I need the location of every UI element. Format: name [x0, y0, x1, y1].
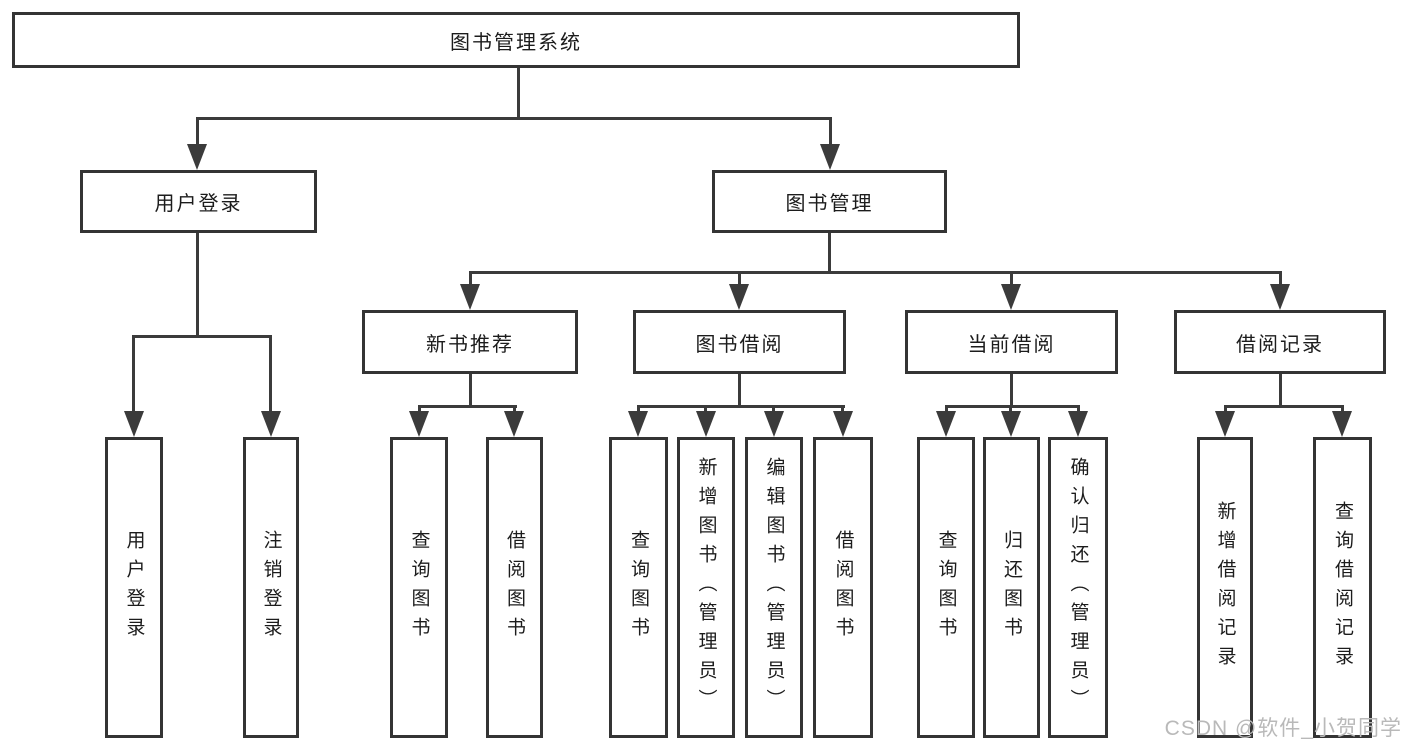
arrow-down-icon [1270, 284, 1290, 310]
leaf-current-query-books-label: 查询图书 [935, 529, 957, 646]
node-book-borrowing: 图书借阅 [633, 310, 846, 374]
leaf-borrowing-borrow-books: 借阅图书 [813, 437, 873, 738]
connector-line [738, 374, 741, 408]
arrow-down-icon [124, 411, 144, 437]
leaf-recommend-borrow-books-label: 借阅图书 [504, 529, 525, 646]
arrow-down-icon [820, 144, 840, 170]
connector-line [738, 271, 741, 289]
leaf-recommend-borrow-books: 借阅图书 [486, 437, 543, 738]
node-new-book-recommend: 新书推荐 [362, 310, 578, 374]
node-borrowing-records-label: 借阅记录 [1236, 333, 1324, 356]
leaf-query-borrow-record: 查询借阅记录 [1313, 437, 1372, 738]
connector-line [1224, 405, 1344, 408]
leaf-add-books-admin: 新增图书（管理员） [677, 437, 735, 738]
connector-line [1279, 374, 1282, 408]
node-book-borrowing-label: 图书借阅 [695, 333, 784, 356]
connector-line [829, 117, 832, 149]
node-current-borrowing-label: 当前借阅 [967, 333, 1056, 356]
leaf-confirm-return-admin: 确认归还（管理员） [1048, 437, 1108, 738]
connector-line [1010, 271, 1013, 289]
arrow-down-icon [628, 411, 648, 437]
leaf-add-borrow-record: 新增借阅记录 [1197, 437, 1253, 738]
connector-line [269, 335, 272, 415]
node-current-borrowing: 当前借阅 [905, 310, 1118, 374]
arrow-down-icon [409, 411, 429, 437]
node-library-management-system-label: 图书管理系统 [450, 31, 582, 54]
arrow-down-icon [1001, 411, 1021, 437]
leaf-return-books-label: 归还图书 [1001, 529, 1022, 646]
leaf-user-login-label: 用户登录 [123, 529, 145, 646]
leaf-borrowing-borrow-books-label: 借阅图书 [832, 529, 854, 646]
arrow-down-icon [936, 411, 956, 437]
connector-line [945, 405, 1080, 408]
csdn-watermark: CSDN @软件_小贺同学 [1164, 717, 1402, 740]
connector-line [1010, 374, 1013, 408]
leaf-user-login: 用户登录 [105, 437, 163, 738]
arrow-down-icon [504, 411, 524, 437]
connector-line [132, 335, 135, 415]
leaf-add-books-admin-label: 新增图书（管理员） [695, 457, 717, 718]
leaf-add-borrow-record-label: 新增借阅记录 [1214, 500, 1236, 675]
node-new-book-recommend-label: 新书推荐 [426, 333, 514, 356]
connector-line [469, 271, 472, 289]
node-library-management-system: 图书管理系统 [12, 12, 1020, 68]
leaf-edit-books-admin: 编辑图书（管理员） [745, 437, 803, 738]
arrow-down-icon [460, 284, 480, 310]
connector-line [828, 233, 831, 274]
leaf-borrowing-query-books-label: 查询图书 [628, 529, 649, 646]
leaf-query-borrow-record-label: 查询借阅记录 [1332, 500, 1353, 675]
arrow-down-icon [261, 411, 281, 437]
leaf-logout-login: 注销登录 [243, 437, 299, 738]
node-book-management: 图书管理 [712, 170, 947, 233]
connector-line [196, 117, 832, 120]
connector-line [469, 271, 1282, 274]
leaf-borrowing-query-books: 查询图书 [609, 437, 668, 738]
leaf-edit-books-admin-label: 编辑图书（管理员） [763, 457, 785, 718]
arrow-down-icon [729, 284, 749, 310]
connector-line [1279, 271, 1282, 289]
connector-line [196, 117, 199, 149]
leaf-return-books: 归还图书 [983, 437, 1040, 738]
leaf-confirm-return-admin-label: 确认归还（管理员） [1067, 457, 1089, 718]
arrow-down-icon [1068, 411, 1088, 437]
node-user-login-label: 用户登录 [154, 193, 243, 215]
arrow-down-icon [187, 144, 207, 170]
connector-line [132, 335, 272, 338]
connector-line [637, 405, 845, 408]
leaf-recommend-query-books: 查询图书 [390, 437, 448, 738]
arrow-down-icon [1332, 411, 1352, 437]
arrow-down-icon [833, 411, 853, 437]
leaf-current-query-books: 查询图书 [917, 437, 975, 738]
arrow-down-icon [696, 411, 716, 437]
arrow-down-icon [1215, 411, 1235, 437]
connector-line [469, 374, 472, 408]
node-user-login: 用户登录 [80, 170, 317, 233]
leaf-logout-login-label: 注销登录 [260, 529, 282, 646]
connector-line [517, 68, 520, 118]
arrow-down-icon [764, 411, 784, 437]
arrow-down-icon [1001, 284, 1021, 310]
leaf-recommend-query-books-label: 查询图书 [408, 529, 430, 646]
node-book-management-label: 图书管理 [785, 193, 874, 215]
connector-line [418, 405, 517, 408]
connector-line [196, 233, 199, 338]
node-borrowing-records: 借阅记录 [1174, 310, 1386, 374]
